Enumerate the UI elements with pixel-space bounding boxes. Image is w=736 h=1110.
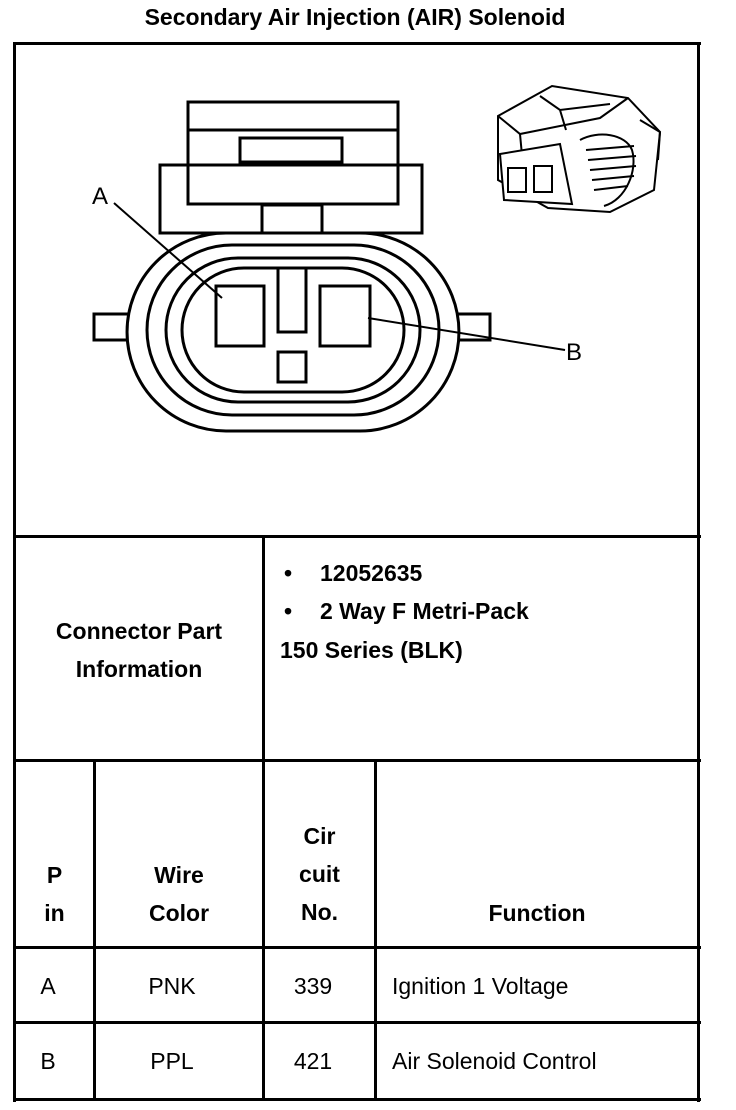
frame-right <box>697 42 700 1102</box>
header-pin-line1: P <box>46 862 63 888</box>
header-circuit-line1: Cir <box>303 823 336 849</box>
connector-description-line2: 150 Series (BLK) <box>280 637 463 663</box>
header-circuit-no: Cir cuit No. <box>265 817 374 931</box>
header-function: Function <box>488 900 586 926</box>
bullet-1: • <box>284 560 293 586</box>
connector-isometric-sketch <box>497 84 662 214</box>
leader-a <box>113 202 223 299</box>
header-pin-line2: in <box>44 900 65 926</box>
row-a-function: Ignition 1 Voltage <box>392 973 569 999</box>
header-circuit-line3: No. <box>300 899 339 925</box>
vline-circuit <box>374 759 377 1101</box>
row-b-wire-color: PPL <box>150 1048 194 1074</box>
bottom-key <box>276 350 308 384</box>
vline-pin <box>93 759 96 1101</box>
frame-left <box>13 42 16 1102</box>
header-wire-line2: Color <box>148 900 210 926</box>
divider-connector-info <box>13 759 701 762</box>
header-circuit-line2: cuit <box>299 861 340 887</box>
bullet-2: • <box>284 598 293 624</box>
connector-face-diagram: A B <box>92 84 662 433</box>
row-a-circuit: 339 <box>293 973 333 999</box>
divider-row-a <box>13 1021 701 1024</box>
row-b-circuit: 421 <box>293 1048 333 1074</box>
frame-bottom <box>13 1098 701 1101</box>
row-a-pin: A <box>40 973 56 999</box>
label-a: A <box>92 183 108 210</box>
label-b: B <box>566 339 582 366</box>
cavity-a <box>214 284 266 348</box>
header-pin: P in <box>16 856 93 932</box>
top-key <box>276 266 308 334</box>
vline-info <box>262 535 265 762</box>
row-a-wire-color: PNK <box>148 973 196 999</box>
row-b-function: Air Solenoid Control <box>392 1048 597 1074</box>
part-number: 12052635 <box>320 560 423 586</box>
cavity-b <box>318 284 372 348</box>
connector-description-line1: 2 Way F Metri-Pack <box>320 598 529 624</box>
header-wire-line1: Wire <box>154 862 204 888</box>
leader-b <box>367 317 566 351</box>
header-wire-color: Wire Color <box>96 856 262 932</box>
latch-slot <box>238 136 344 164</box>
connector-info-heading: Connector Part Information <box>16 612 262 688</box>
vline-wire <box>262 759 265 1101</box>
divider-header-row <box>13 946 701 949</box>
frame-top <box>13 42 701 45</box>
page-title: Secondary Air Injection (AIR) Solenoid <box>144 4 566 30</box>
row-b-pin: B <box>40 1048 56 1074</box>
connector-info-heading-line1: Connector Part <box>55 618 223 644</box>
connector-info-heading-line2: Information <box>75 656 203 682</box>
divider-diagram <box>13 535 701 538</box>
